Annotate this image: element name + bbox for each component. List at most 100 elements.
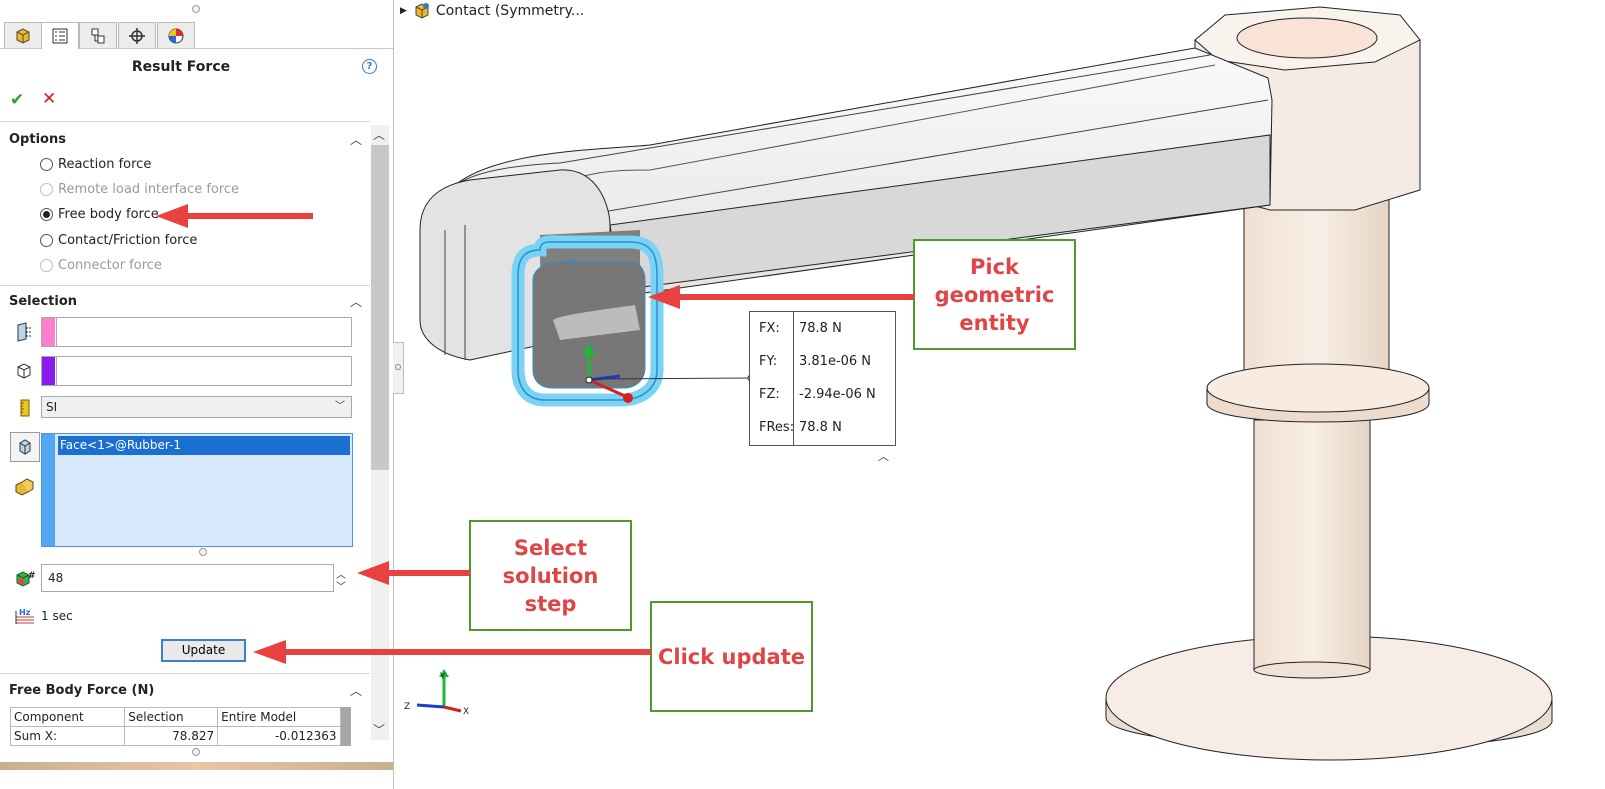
configuration-icon [91,28,105,43]
svg-text:+: + [566,254,575,267]
callout-click-update: Click update [650,601,813,712]
panel-scrollbar[interactable] [371,125,389,740]
body-select-icon [12,359,36,383]
radio-free-body-force[interactable]: Free body force [40,207,159,222]
selection-swatch-pink [42,318,55,346]
face-filter-button[interactable] [10,432,40,462]
svg-text:︿: ︿ [878,450,889,463]
tab-feature-manager[interactable] [4,22,42,48]
selected-face-highlight[interactable] [511,235,664,407]
radio-contact-friction-force[interactable]: Contact/Friction force [40,233,197,248]
orientation-triad: Y Z X [404,669,469,717]
list-item[interactable]: Face<1>@Rubber-1 [58,436,350,455]
free-body-collapse-chevron-icon[interactable]: ︿ [350,684,363,698]
table-cell: 78.827 [124,726,219,746]
readout-value: 78.8 N [799,420,842,435]
feature-tree-flyout[interactable]: ▶ Contact (Symmetry... [400,2,584,20]
face-filter-icon [19,439,31,455]
svg-text:#: # [28,571,35,581]
scroll-up-icon[interactable]: ︿ [373,128,386,142]
list-resize-grip[interactable] [199,548,207,556]
units-ruler-icon [15,398,35,418]
selection-collapse-chevron-icon[interactable]: ︿ [350,295,363,309]
callout-pick-geometric-entity: Pick geometric entity [913,239,1076,350]
force-axis-indicator: + [566,254,633,403]
tab-display-manager[interactable] [157,22,195,48]
table-cell: Sum X: [9,726,126,746]
solution-step-icon: # [14,568,36,588]
free-body-force-table: Component Selection Entire Model Sum X: … [9,707,352,746]
readout-value: 3.81e-06 N [799,354,872,369]
units-select[interactable]: SI ﹀ [41,396,352,418]
column-header: Entire Model [217,707,341,727]
radio-circle[interactable] [40,158,53,171]
face-select-icon [12,320,36,344]
tab-dimxpert-manager[interactable] [118,22,156,48]
assembly-icon [15,478,34,496]
chevron-down-icon: ﹀ [335,401,345,412]
cancel-button[interactable]: ✕ [42,89,57,109]
selection-header: Selection [9,294,78,309]
table-cell: -0.012363 [217,726,341,746]
options-collapse-chevron-icon[interactable]: ︿ [350,133,363,147]
panel-bottom-strip [0,762,393,770]
divider [0,285,370,286]
radio-remote-load-interface-force: Remote load interface force [40,182,239,197]
radio-circle [40,183,53,196]
panel-top-grip[interactable] [192,5,200,13]
readout-label: FZ: [759,387,780,402]
tab-configuration-manager[interactable] [79,22,117,48]
triad-x-label: X [463,707,469,717]
readout-label: FY: [759,354,778,369]
time-hz-icon: Hz [14,606,36,626]
options-header: Options [9,132,66,147]
model-view[interactable]: + ︿ [395,0,1605,789]
svg-text:Hz: Hz [19,608,31,617]
table-header-row: Component Selection Entire Model [9,707,352,727]
page-title: Result Force [131,59,231,75]
spin-down-icon[interactable]: ﹀ [336,582,346,593]
help-icon[interactable]: ? [362,59,377,74]
divider [0,121,370,122]
tree-item-label: Contact (Symmetry... [435,3,585,19]
table-row: Sum X: 78.827 -0.012363 [9,726,352,746]
selection-swatch-blue [42,434,55,546]
time-value: 1 sec [41,609,73,623]
property-manager-panel: Result Force ? ✔ ✕ Options ︿ Reaction fo… [0,0,394,789]
support-post [1243,199,1390,679]
selected-entities-list[interactable]: Face<1>@Rubber-1 [41,433,353,547]
triad-z-label: Z [404,702,410,712]
free-body-force-header: Free Body Force (N) [9,683,155,698]
appearance-icon [168,28,184,43]
panel-bottom-grip[interactable] [192,748,200,756]
force-readout-panel: FX: 78.8 N FY: 3.81e-06 N FZ: -2.94e-06 … [749,311,896,446]
radio-connector-force: Connector force [40,258,162,273]
selection-field-2[interactable] [41,356,352,386]
divider [0,673,370,674]
property-list-icon [52,28,68,44]
tree-expand-icon[interactable]: ▶ [400,6,407,16]
solution-step-input[interactable]: 48 [41,564,334,592]
triad-y-label: Y [439,672,446,682]
selection-field-1[interactable] [41,317,352,347]
radio-circle [40,259,53,272]
update-button[interactable]: Update [161,639,246,662]
column-header: Selection [124,707,219,727]
scroll-down-icon[interactable]: ﹀ [373,723,386,737]
ok-button[interactable]: ✔ [10,90,25,110]
study-icon [415,3,429,19]
spin-up-icon[interactable]: ︿ [336,570,346,581]
radio-circle[interactable] [40,234,53,247]
readout-value: -2.94e-06 N [799,387,876,402]
scrollbar-thumb[interactable] [371,145,389,470]
component-filter-button[interactable] [10,473,38,501]
crosshair-icon [129,27,145,44]
panel-splitter-handle[interactable] [393,342,404,394]
tab-property-manager[interactable] [41,22,79,49]
column-header: Component [9,707,126,727]
radio-reaction-force[interactable]: Reaction force [40,157,151,172]
selection-swatch-purple [42,357,55,385]
radio-circle-selected[interactable] [40,208,53,221]
readout-label: FRes: [759,420,795,435]
collar-disk [1206,363,1430,423]
